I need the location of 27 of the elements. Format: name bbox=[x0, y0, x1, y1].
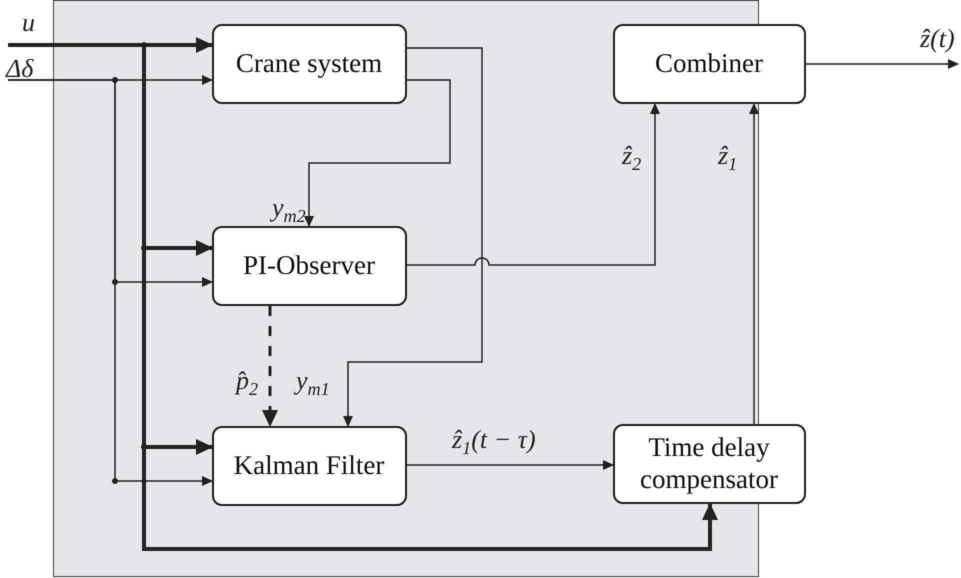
edge-label: p̂$_{2}$ bbox=[236, 368, 258, 398]
arrow bbox=[749, 103, 759, 424]
process-box bbox=[212, 426, 406, 506]
box-label: PI-Observer bbox=[243, 250, 375, 282]
arrow bbox=[407, 103, 660, 266]
process-box bbox=[212, 226, 406, 306]
edge-label: ẑ(t) bbox=[920, 26, 955, 52]
arrow bbox=[343, 47, 483, 427]
edge-label: y$_{m1}$ bbox=[296, 368, 330, 398]
edge-label: y$_{m2}$ bbox=[272, 195, 306, 226]
edge-label: ẑ$_{1}$ bbox=[718, 143, 738, 174]
process-box bbox=[212, 24, 406, 104]
edge-label: ẑ$_{1}$(t − τ) bbox=[452, 427, 536, 458]
arrow bbox=[8, 79, 213, 486]
dashed-arrow bbox=[262, 306, 278, 427]
arrow bbox=[806, 59, 959, 69]
box-label: Kalman Filter bbox=[234, 450, 384, 482]
edge-label: ẑ$_{2}$ bbox=[622, 143, 642, 174]
edge-label: Δδ bbox=[6, 56, 34, 82]
edge-label: u bbox=[22, 10, 35, 36]
box-label: Combiner bbox=[655, 48, 763, 80]
box-label: Crane system bbox=[236, 48, 382, 80]
box-label: Time delay compensator bbox=[639, 432, 779, 495]
process-box bbox=[612, 24, 806, 104]
arrow bbox=[304, 79, 451, 227]
process-box bbox=[612, 424, 806, 504]
arrow bbox=[407, 460, 614, 470]
